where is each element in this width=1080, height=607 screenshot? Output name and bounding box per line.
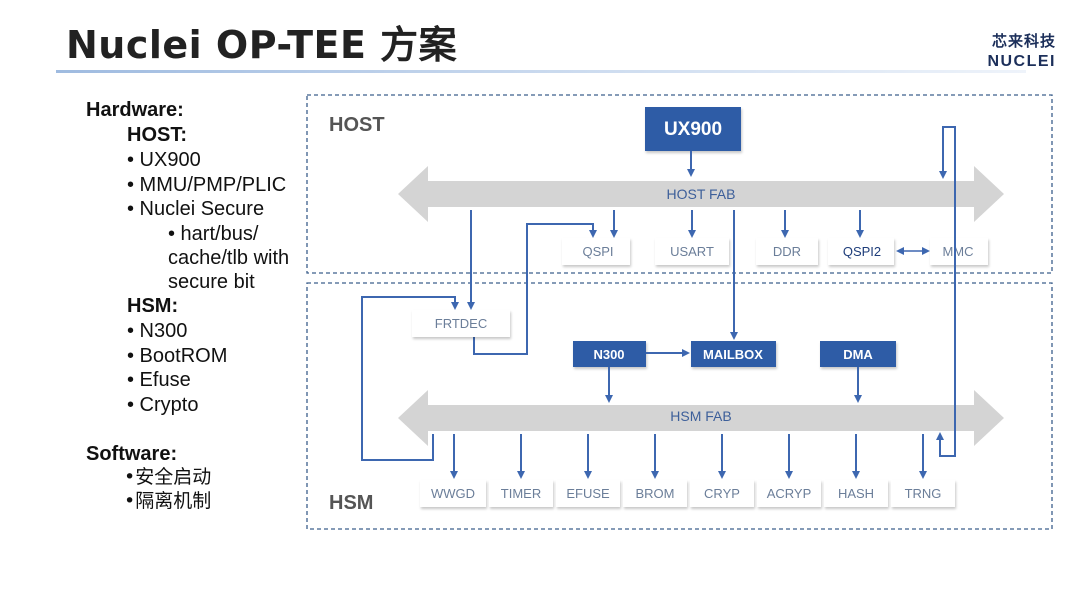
usart-label: USART	[670, 244, 714, 259]
logo-chinese-text: 芯来科技	[991, 32, 1056, 50]
trng-block	[891, 480, 955, 507]
title-divider	[56, 70, 1026, 73]
ux900-block	[645, 107, 741, 151]
cryp-label: CRYP	[704, 486, 740, 501]
efuse-block	[556, 480, 620, 507]
feature-list: Hardware: HOST: • UX900 • MMU/PMP/PLIC •…	[0, 0, 310, 607]
hsm-heading: HSM:	[127, 295, 179, 317]
host-subitem-line: cache/tlb with	[168, 247, 290, 269]
hsm-item: • N300	[127, 320, 188, 342]
host-bus-arrow	[398, 166, 1004, 222]
hash-label: HASH	[838, 486, 874, 501]
wwgd-block	[420, 480, 486, 507]
efuse-label: EFUSE	[566, 486, 610, 501]
company-logo: 芯来科技 NUCLEI	[987, 30, 1056, 71]
timer-label: TIMER	[501, 486, 541, 501]
frtdec-to-qspi-line	[473, 223, 597, 355]
hsm-bus-arrow	[398, 390, 1004, 446]
hardware-heading: Hardware:	[86, 99, 184, 121]
mailbox-block	[691, 341, 776, 367]
host-item: • Nuclei Secure	[127, 198, 265, 220]
frtdec-block	[412, 310, 510, 337]
mmc-label: MMC	[942, 244, 973, 259]
brom-label: BROM	[636, 486, 675, 501]
cryp-block	[690, 480, 754, 507]
qspi2-block	[828, 238, 894, 265]
n300-block	[573, 341, 646, 367]
ddr-label: DDR	[773, 244, 801, 259]
acryp-block	[757, 480, 821, 507]
host-bus-label: HOST FAB	[667, 186, 736, 202]
host-item: • UX900	[127, 149, 201, 171]
page-title: Nuclei OP-TEE 方案	[66, 23, 458, 67]
mmc-loop-line	[936, 126, 956, 457]
dma-block	[820, 341, 896, 367]
host-heading: HOST:	[127, 124, 187, 146]
qspi-block	[562, 238, 630, 265]
brom-block	[623, 480, 687, 507]
hsm-bus-label: HSM FAB	[670, 408, 731, 424]
dma-label: DMA	[843, 347, 873, 362]
mailbox-label: MAILBOX	[703, 347, 763, 362]
hsm-item: • BootROM	[127, 345, 228, 367]
software-item: •隔离机制	[124, 490, 212, 512]
ux900-label: UX900	[664, 119, 722, 140]
host-peripherals: QSPI USART DDR QSPI2 MMC	[562, 238, 988, 265]
hsm-item: • Crypto	[127, 394, 199, 416]
timer-block	[489, 480, 553, 507]
hsm-item: • Efuse	[127, 369, 191, 391]
ddr-block	[756, 238, 818, 265]
hsm-fab-to-frtdec-loop	[361, 296, 459, 461]
host-item: • MMU/PMP/PLIC	[127, 174, 287, 196]
hsm-region-label: HSM	[329, 492, 373, 514]
usart-block	[655, 238, 729, 265]
host-subitem-line: • hart/bus/	[168, 223, 259, 245]
host-subitem-line: secure bit	[168, 271, 255, 293]
logo-english-text: NUCLEI	[987, 53, 1056, 70]
software-heading: Software:	[86, 443, 178, 465]
wwgd-label: WWGD	[431, 486, 475, 501]
hash-block	[824, 480, 888, 507]
host-region-border	[306, 94, 1053, 274]
frtdec-label: FRTDEC	[435, 316, 487, 331]
hsm-peripherals: WWGD TIMER EFUSE BROM CRYP ACRYP HASH TR…	[420, 480, 955, 507]
host-region-label: HOST	[329, 114, 385, 136]
qspi2-label: QSPI2	[843, 244, 881, 259]
software-item: •安全启动	[124, 466, 212, 488]
acryp-label: ACRYP	[767, 486, 812, 501]
mmc-block	[930, 238, 988, 265]
trng-label: TRNG	[905, 486, 942, 501]
n300-label: N300	[593, 347, 624, 362]
hsm-region-border	[306, 282, 1053, 530]
qspi-label: QSPI	[582, 244, 613, 259]
